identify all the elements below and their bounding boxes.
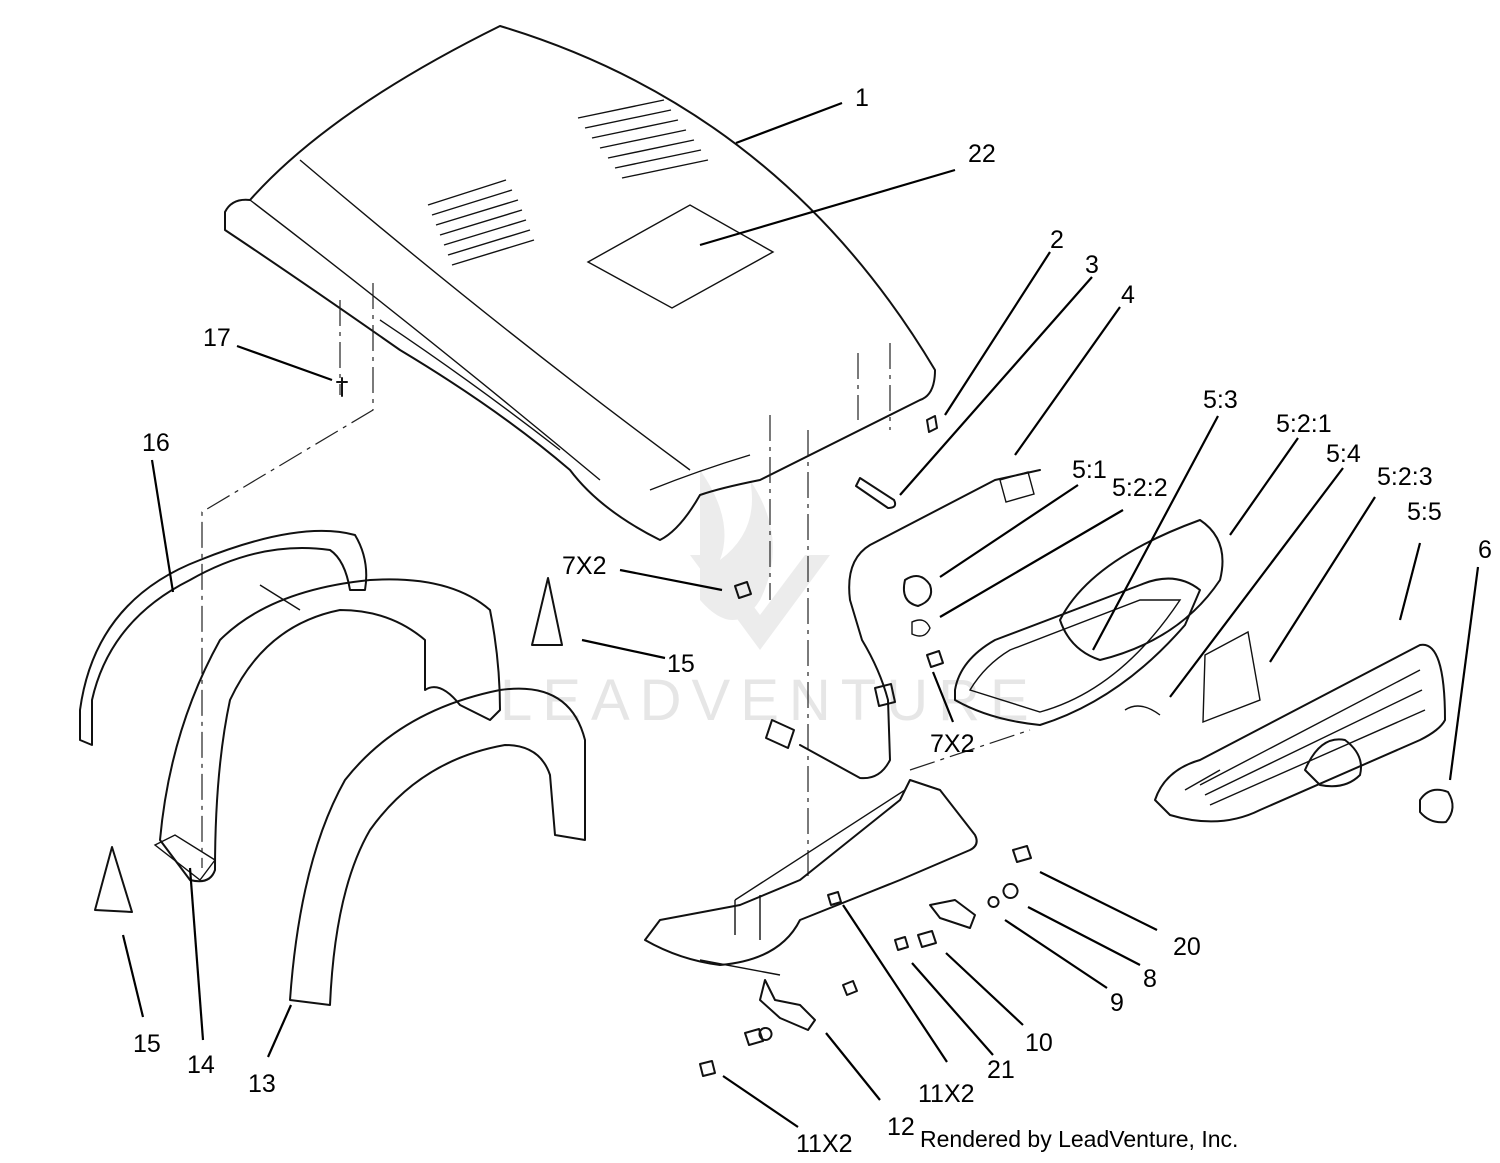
callout-5-2-3: 5:2:3 <box>1377 463 1433 491</box>
hood-pin-part <box>336 377 348 397</box>
callout-5-2-1: 5:2:1 <box>1276 410 1332 438</box>
rear-fender-right-part <box>289 687 586 1006</box>
hood-screw-part <box>926 415 938 433</box>
callout-17: 17 <box>203 324 231 352</box>
callout-1: 1 <box>855 84 869 112</box>
wedge-part-upper <box>531 577 563 646</box>
callout-21: 21 <box>987 1056 1015 1084</box>
render-credit: Rendered by LeadVenture, Inc. <box>920 1126 1238 1152</box>
callout-5-3: 5:3 <box>1203 386 1238 414</box>
callout-7x2-lower: 7X2 <box>930 730 974 758</box>
callout-12: 12 <box>887 1113 915 1141</box>
callout-20: 20 <box>1173 933 1201 961</box>
assembly-phantom-lines <box>201 283 1031 880</box>
headlight-reflector-part <box>1059 519 1224 661</box>
callout-7x2-upper: 7X2 <box>562 552 606 580</box>
headlight-housing-part <box>954 577 1201 726</box>
wedge-part-lower <box>94 846 133 913</box>
clip-part-lower <box>926 650 944 668</box>
callout-3: 3 <box>1085 251 1099 279</box>
callout-11x2-middle: 11X2 <box>918 1080 975 1108</box>
callout-5-5: 5:5 <box>1407 498 1442 526</box>
callout-10: 10 <box>1025 1029 1053 1057</box>
callout-15-lower: 15 <box>133 1030 161 1058</box>
emblem-part <box>1419 788 1454 824</box>
callout-6: 6 <box>1478 536 1492 564</box>
bracket-plate-part <box>759 979 816 1031</box>
hood-pivot-bracket-part <box>855 477 897 509</box>
callout-14: 14 <box>187 1051 215 1079</box>
callout-8: 8 <box>1143 965 1157 993</box>
rear-fender-left-part <box>159 578 501 883</box>
harness-connector-part <box>765 719 795 749</box>
bolt-20-part <box>1012 845 1032 863</box>
callout-labels: 1 22 2 3 4 17 16 5:3 5:2:1 5:1 5:2:2 5:4… <box>133 84 1492 1158</box>
front-frame-bracket-part <box>644 779 978 976</box>
bracket-10-part <box>929 899 976 929</box>
harness-plug-part <box>874 683 896 707</box>
harness-plug-part-2 <box>999 471 1035 503</box>
lamp-socket-part <box>902 575 933 607</box>
bolt-11-part-b <box>827 891 842 906</box>
callout-5-1: 5:1 <box>1072 456 1107 484</box>
callout-5-4: 5:4 <box>1326 440 1361 468</box>
washer-8-part <box>1002 883 1019 899</box>
callout-13: 13 <box>248 1070 276 1098</box>
callout-16: 16 <box>142 429 170 457</box>
washer-9-part <box>987 896 1000 908</box>
callout-11x2-bottom: 11X2 <box>796 1130 853 1158</box>
callout-15-upper: 15 <box>667 650 695 678</box>
hood-vents-upper <box>577 99 709 179</box>
clip-part-upper <box>734 581 752 599</box>
lens-decal-part <box>1202 630 1261 724</box>
bolt-upper-part <box>842 980 858 996</box>
bolt-21-part <box>917 930 937 948</box>
leader-lines <box>121 101 1480 1128</box>
grille-part <box>1154 643 1446 823</box>
fender-trim-part <box>79 529 368 746</box>
hood-decal-part <box>586 204 775 309</box>
callout-4: 4 <box>1121 281 1135 309</box>
lamp-lens-part <box>911 619 931 637</box>
hood-vents-lower <box>427 179 535 266</box>
wire-harness-part <box>799 469 1041 780</box>
nut-part <box>744 1027 773 1046</box>
bolt-11-part-a <box>699 1060 716 1077</box>
watermark-text: LEADVENTURE <box>500 668 1039 733</box>
callout-2: 2 <box>1050 226 1064 254</box>
leadventure-watermark: LEADVENTURE <box>500 470 1039 733</box>
callout-5-2-2: 5:2:2 <box>1112 474 1168 502</box>
bolt-21-part-b <box>894 936 909 951</box>
callout-22: 22 <box>968 140 996 168</box>
callout-9: 9 <box>1110 989 1124 1017</box>
hood-part <box>224 25 936 541</box>
